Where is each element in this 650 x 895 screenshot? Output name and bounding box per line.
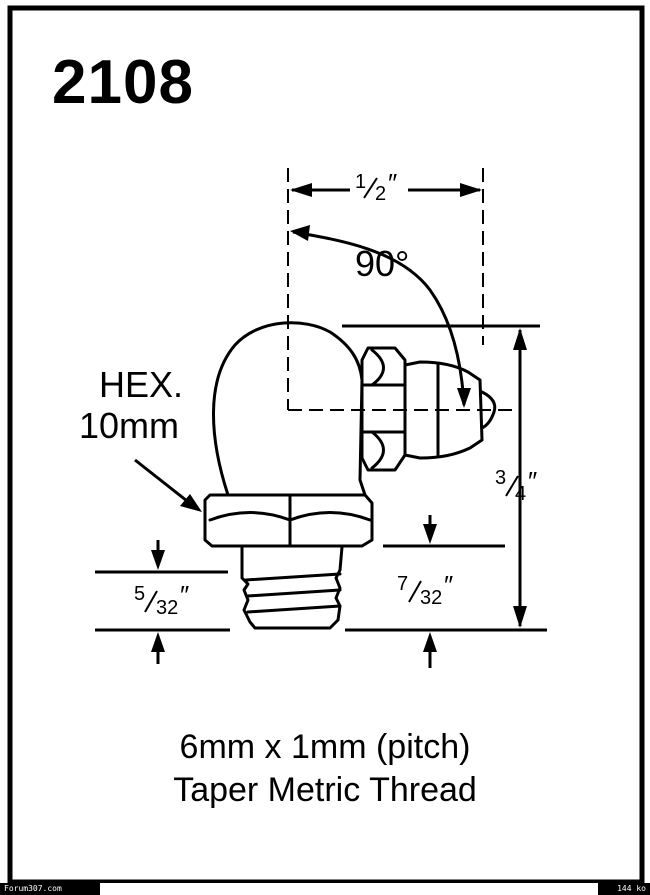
five32-arrow-top [151,550,165,570]
width-den: 2 [375,183,386,205]
height-num: 3 [495,467,506,489]
width-arrow-left [290,183,312,197]
seven32-arrow-bottom [423,632,437,652]
height-den: 4 [515,483,526,505]
hex-label-line2: 10mm [78,405,180,446]
footer-source: Forum307.com [0,883,100,895]
five32-unit: ″ [180,580,189,610]
hex-nut [203,493,374,548]
seven32-num: 7 [397,573,408,595]
diagram-border [7,5,645,885]
five32-frac-bar [144,590,158,613]
thread-line-2 [246,588,342,598]
seven32-unit: ″ [444,570,453,600]
caption-thread-size: 6mm x 1mm (pitch) [179,728,471,766]
thread-shank [240,545,344,630]
angle-label: 90° [355,243,409,284]
elbow-body [212,321,367,497]
ball-tip [480,390,497,430]
footer-size: 144 ko [598,883,650,895]
width-arrow-right [460,183,482,197]
part-number: 2108 [52,48,194,117]
height-frac-bar [505,475,519,497]
five32-num: 5 [134,583,145,605]
five32-arrow-bottom [151,632,165,652]
hex-nut-curve [208,511,372,522]
thread-line-1 [244,572,342,582]
height-arrow-bottom [513,606,527,628]
width-frac-bar [363,177,378,199]
angle-arc [292,230,466,406]
five32-den: 32 [156,597,178,619]
width-num: 1 [355,171,366,193]
footer-bar [0,883,650,895]
thread-line-3 [246,604,342,614]
seven32-den: 32 [420,587,442,609]
angle-arrow-end [457,388,471,408]
width-unit: ″ [388,168,397,198]
caption-thread-type: Taper Metric Thread [173,771,477,809]
angle-arrow-start [290,225,310,241]
hex-pointer-arrow [180,494,202,512]
seven32-frac-bar [408,580,422,603]
hex-label-line1: HEX. [98,364,184,405]
tip-hex-curve [370,348,385,470]
height-arrow-top [513,328,527,350]
height-unit: ″ [528,466,537,496]
seven32-arrow-top [423,524,437,544]
